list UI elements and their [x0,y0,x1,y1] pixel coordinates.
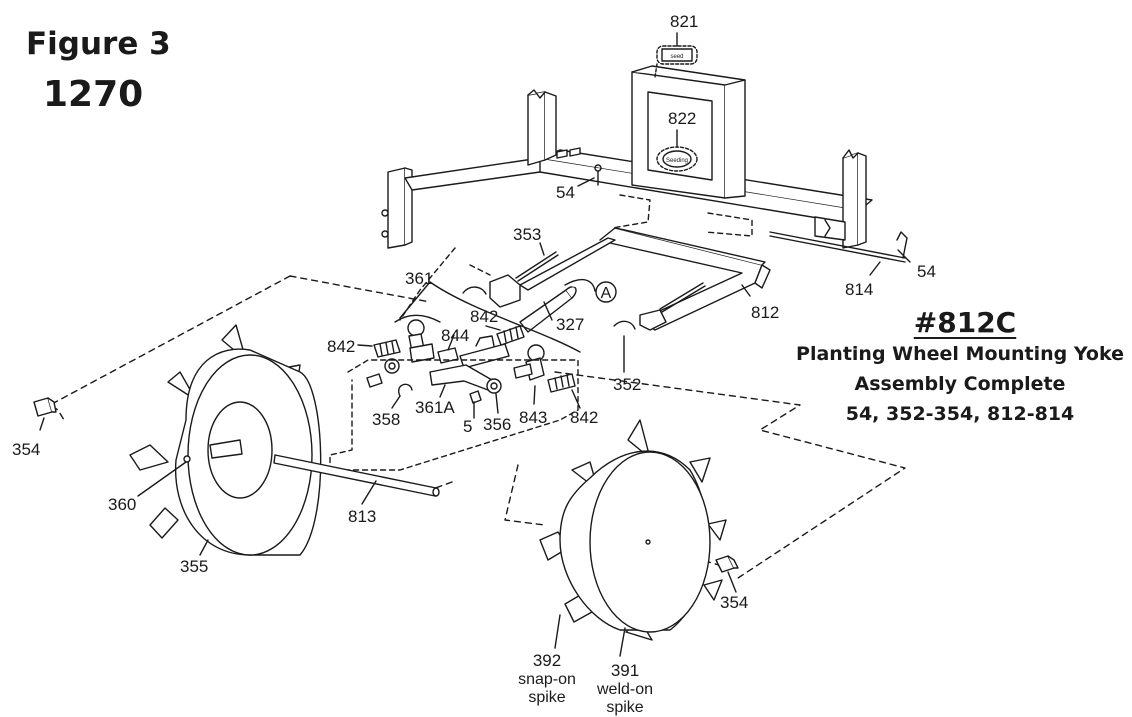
callout-356: 356 [483,415,511,434]
callout-812: 812 [751,303,779,322]
callout-391: 391 [611,661,639,680]
callout-54-right: 54 [917,262,936,281]
callout-391-desc-1: weld-on [596,681,653,698]
decal-822: Seeding [656,146,698,172]
valve-assembly [366,319,576,404]
callout-391-desc-2: spike [606,699,643,716]
callout-842-left: 842 [327,337,355,356]
end-cap-354-left [33,397,57,417]
pin-353 [515,251,559,282]
end-cap-354-right [715,555,739,573]
callout-842-upper: 842 [470,307,498,326]
circle-a-label: A [601,285,612,302]
assembly-name-line-1: Planting Wheel Mounting Yoke [796,343,1124,365]
axle-813 [273,454,440,497]
callout-361a: 361A [415,398,455,417]
figure-model-number: 1270 [43,74,144,115]
frame-812 [489,227,771,331]
callout-392: 392 [533,651,561,670]
hose-327 [519,278,596,333]
yoke-frame [381,65,873,249]
callout-822: 822 [668,109,696,128]
callout-821: 821 [670,12,698,31]
callout-360: 360 [108,495,136,514]
callout-352: 352 [613,375,641,394]
callout-5: 5 [463,417,472,436]
figure-label: Figure 3 [26,26,171,62]
callout-353: 353 [513,225,541,244]
callout-843: 843 [519,408,547,427]
linchpin-54-right [896,231,908,259]
clip-352-left [462,286,487,295]
decal-822-text: Seeding [666,158,688,164]
callout-354-left: 354 [12,440,40,459]
clip-352 [613,320,636,330]
wheel-355 [129,324,322,556]
leader-lines [39,32,911,657]
pin-814 [769,231,906,263]
callout-814: 814 [845,280,873,299]
guide-lines-valve [329,247,579,471]
callout-358: 358 [372,410,400,429]
decal-821: seed [654,45,698,78]
callout-392-desc-2: spike [528,689,565,706]
callout-813: 813 [348,507,376,526]
assembly-number: #812C [913,306,1017,339]
assembly-parts-list: 54, 352-354, 812-814 [845,403,1075,425]
callout-361: 361 [405,269,433,288]
pin-353-right [659,282,706,313]
callout-354-right: 354 [720,593,748,612]
callout-392-desc-1: snap-on [518,671,576,688]
wheel-391 [539,419,727,641]
guide-lines-frame [611,194,753,237]
callout-844: 844 [441,326,469,345]
circle-a-marker [595,281,617,303]
decal-821-text: seed [670,54,683,60]
callout-355: 355 [180,557,208,576]
callout-54-top: 54 [556,183,575,202]
callout-842-right: 842 [570,408,598,427]
linchpin-54-top [594,164,602,186]
callout-327: 327 [556,315,584,334]
assembly-name-line-2: Assembly Complete [854,373,1066,395]
